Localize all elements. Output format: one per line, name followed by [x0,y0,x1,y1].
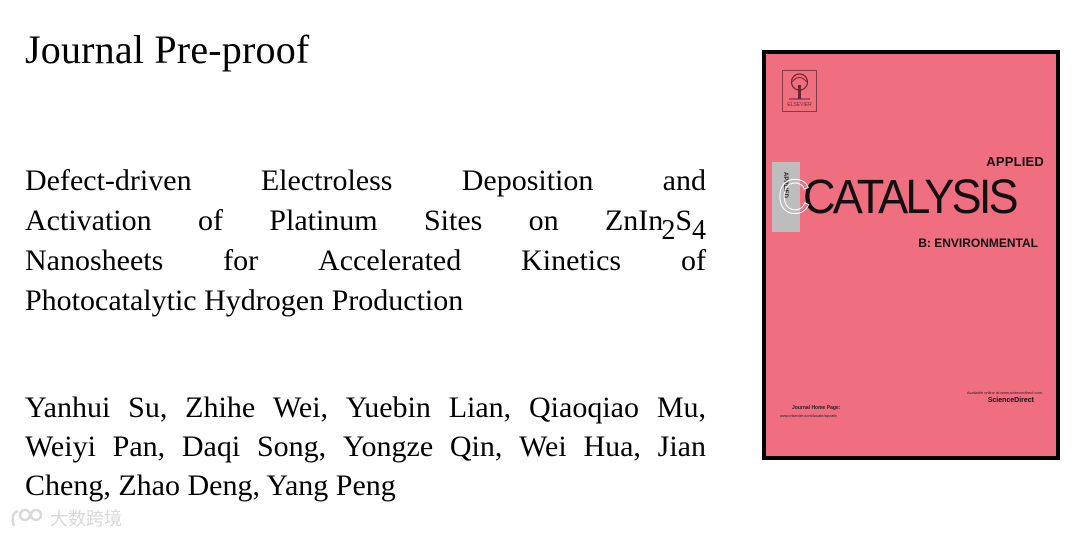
author-word: Hua, [583,430,641,463]
journal-cover: ELSEVIER APPLIED APPLIED C CATALYSIS B: … [762,50,1060,460]
author-word: Wei [519,430,567,463]
chemical-formula: ZnIn2S4 [604,204,706,246]
author-word: Yanhui [25,391,111,424]
article-title: Defect-driven Electroless Deposition and… [25,166,706,326]
cover-panel: ELSEVIER APPLIED APPLIED C CATALYSIS B: … [766,54,1056,456]
title-word: Activation [25,204,152,237]
publisher-label: ELSEVIER [787,102,812,108]
spine-text: APPLIED [782,172,788,199]
cover-subtitle: B: ENVIRONMENTAL [918,236,1038,250]
author-word: Pan, [112,430,166,463]
cover-journal-name: C CATALYSIS [777,168,1019,228]
title-word: Electroless [260,164,393,197]
cover-outline-letter: C [777,171,811,225]
author-word: Wei, [272,391,329,424]
author-line-1: Yanhui Su, Zhihe Wei, Yuebin Lian, Qiaoq… [25,392,706,431]
title-word: of [197,204,223,237]
title-word: for [223,244,259,277]
watermark: 大数跨境 [8,505,122,531]
sciencedirect-label: ScienceDirect [987,397,1034,404]
elsevier-logo-icon [782,70,817,112]
title-word: Sites [423,204,483,237]
title-word: Deposition [461,164,594,197]
author-word: Zhihe [185,391,256,424]
title-word: on [528,204,559,237]
author-word: Yuebin [345,391,431,424]
title-word: and [662,164,706,197]
author-word: Jian [657,430,706,463]
author-word: Qin, [449,430,503,463]
cover-applied-label: APPLIED [986,154,1044,169]
page-heading: Journal Pre-proof [25,27,310,72]
title-line-4: Photocatalytic Hydrogen Production [25,286,706,326]
cover-catalysis-text: CATALYSIS [803,171,1019,224]
author-line-2: Weiyi Pan, Daqi Song, Yongze Qin, Wei Hu… [25,431,706,470]
journal-home-label: Journal Home Page: [792,405,841,411]
author-word: Yongze [342,430,434,463]
author-word: Su, [128,391,168,424]
title-word: Kinetics [521,244,622,277]
author-line-3: Cheng, Zhao Deng, Yang Peng [25,470,706,509]
title-word: Accelerated [318,244,462,277]
title-word: of [680,244,706,277]
watermark-text: 大数跨境 [50,509,122,530]
title-word: Nanosheets [25,244,164,277]
author-word: Qiaoqiao [529,391,639,424]
formula-element: S [675,204,692,237]
author-word: Mu, [656,391,706,424]
author-text: Cheng, Zhao Deng, Yang Peng [25,469,396,502]
title-word: Platinum [269,204,378,237]
author-list: Yanhui Su, Zhihe Wei, Yuebin Lian, Qiaoq… [25,392,706,509]
author-word: Weiyi [25,430,96,463]
title-line-2: Activation of Platinum Sites on ZnIn2S4 [25,206,706,246]
author-word: Song, [256,430,327,463]
watermark-logo-icon [8,506,44,530]
formula-subscript: 2 [661,215,676,246]
formula-base: ZnIn [604,204,664,237]
title-line-1: Defect-driven Electroless Deposition and [25,166,706,206]
author-word: Lian, [448,391,512,424]
cover-spine-bar [772,162,800,232]
formula-subscript: 4 [692,215,706,246]
title-word: Defect-driven [25,164,192,197]
title-line-3: Nanosheets for Accelerated Kinetics of [25,246,706,286]
title-text: Photocatalytic Hydrogen Production [25,284,464,317]
author-word: Daqi [181,430,241,463]
journal-url: www.elsevier.com/locate/apcatb [780,413,837,418]
cover-available-text: Available online at www.sciencedirect.co… [966,390,1042,395]
